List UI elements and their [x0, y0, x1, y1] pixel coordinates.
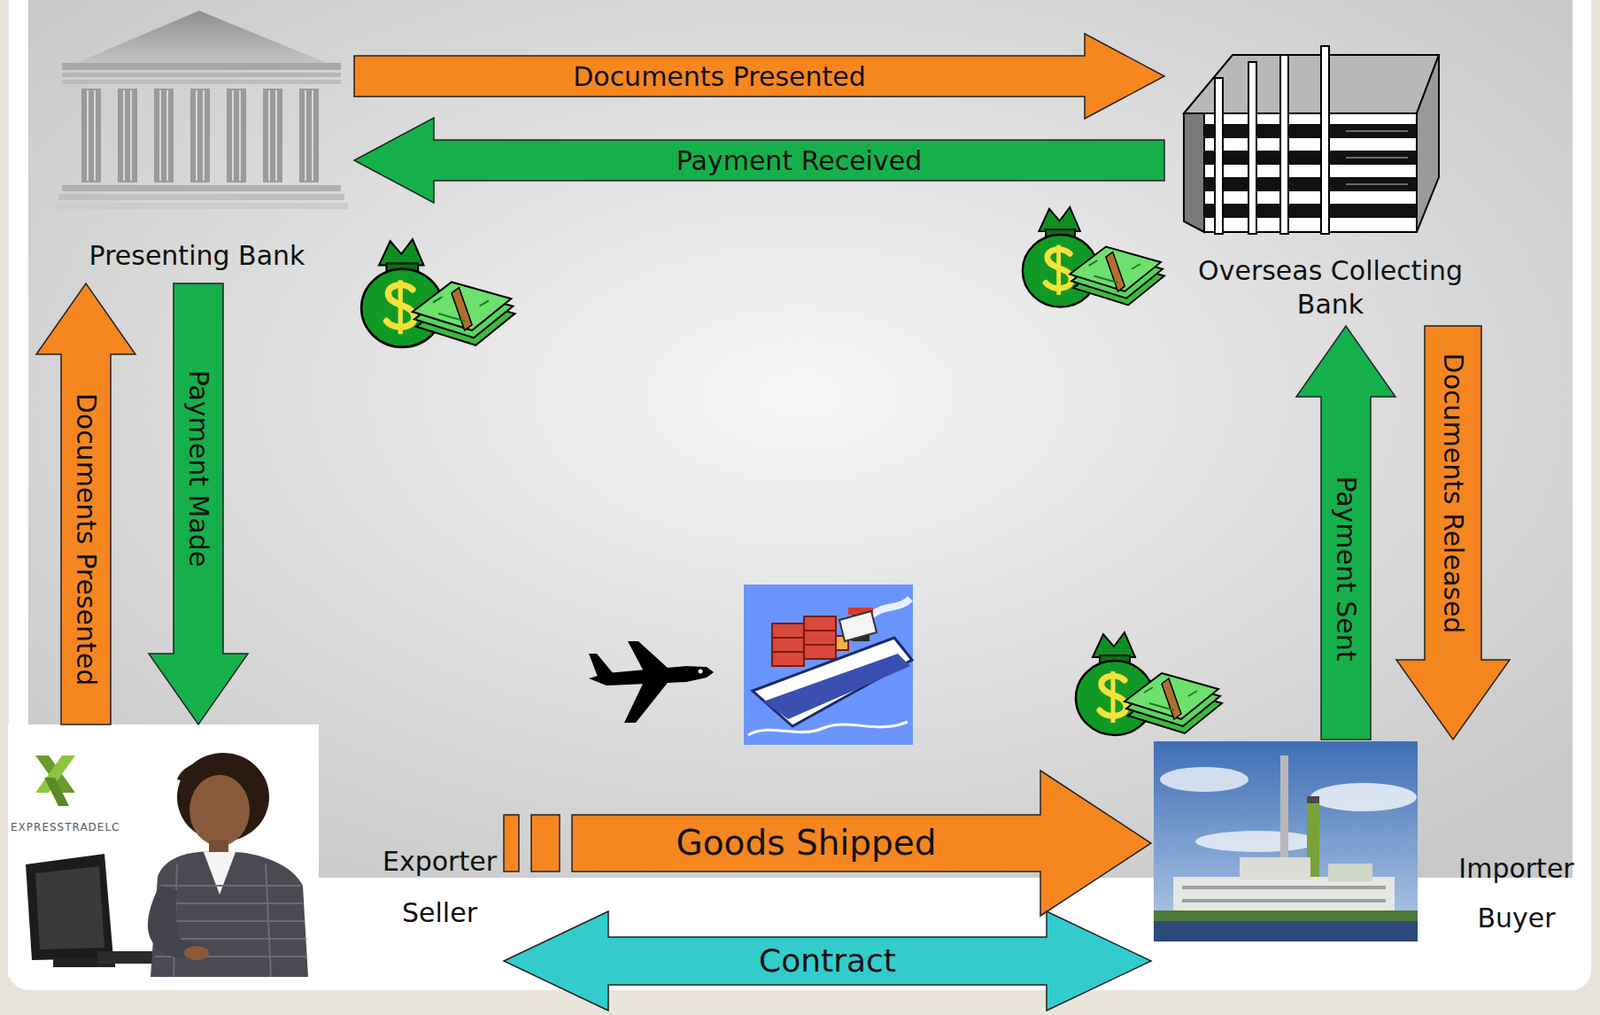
block-arrow: [503, 770, 1152, 916]
airplane-icon: [588, 641, 714, 723]
arrow-body: [148, 283, 248, 725]
logo-text: EXPRESSTRADELC: [10, 820, 120, 834]
block-arrow: [148, 283, 248, 725]
arrow-body: [36, 283, 136, 725]
block-arrow: [354, 33, 1165, 119]
block-arrow: [1396, 325, 1510, 740]
cargo-ship-picture: [743, 584, 913, 745]
bank-node: Presenting Bank: [48, 7, 355, 284]
node-label: Exporter: [366, 844, 513, 879]
arrow-body: [571, 770, 1152, 916]
slide-frame: [8, 0, 1592, 990]
arrow-label: Payment Received: [676, 146, 922, 176]
money-bag-icon: [361, 239, 515, 348]
arrow-label: Goods Shipped: [676, 824, 937, 863]
node-label: Importer: [1443, 851, 1590, 886]
block-arrow: [503, 911, 1152, 1011]
arrow-body: [354, 117, 1165, 203]
arrow-body: [1296, 325, 1396, 740]
importer-photo: [1153, 741, 1418, 942]
arrow-tail-bar: [531, 814, 560, 872]
arrow-label: Contract: [758, 942, 897, 979]
arrow-body: [354, 33, 1165, 119]
node-label: Seller: [366, 896, 513, 930]
arrow-label: Documents Released: [1438, 352, 1469, 634]
company-logo: [35, 755, 76, 806]
arrow-label: Payment Made: [184, 370, 214, 568]
arrow-label: Payment Sent: [1331, 475, 1361, 661]
bank-node: Overseas Collecting Bank: [1164, 44, 1497, 326]
arrow-label: Documents Presented: [71, 393, 101, 687]
money-bag-icon: [1075, 632, 1222, 735]
party-node: ImporterBuyer: [1151, 739, 1594, 979]
arrow-tail-bar: [503, 814, 519, 872]
arrow-body: [1396, 325, 1510, 740]
node-label: Presenting Bank: [48, 239, 346, 273]
office-building-icon: [1183, 46, 1439, 234]
money-bag-icon: [1022, 207, 1165, 308]
node-label: Buyer: [1443, 901, 1590, 936]
block-arrow: [36, 283, 136, 725]
node-label: Overseas Collecting Bank: [1164, 254, 1497, 321]
slide-panel: [8, 0, 1592, 990]
arrow-body: [503, 911, 1152, 1011]
block-arrow: [1296, 325, 1396, 740]
temple-icon: [54, 10, 348, 209]
party-node: ExporterSeller: [7, 724, 504, 982]
exporter-photo: [7, 724, 319, 977]
block-arrow: [354, 117, 1165, 203]
arrow-label: Documents Presented: [572, 61, 866, 92]
